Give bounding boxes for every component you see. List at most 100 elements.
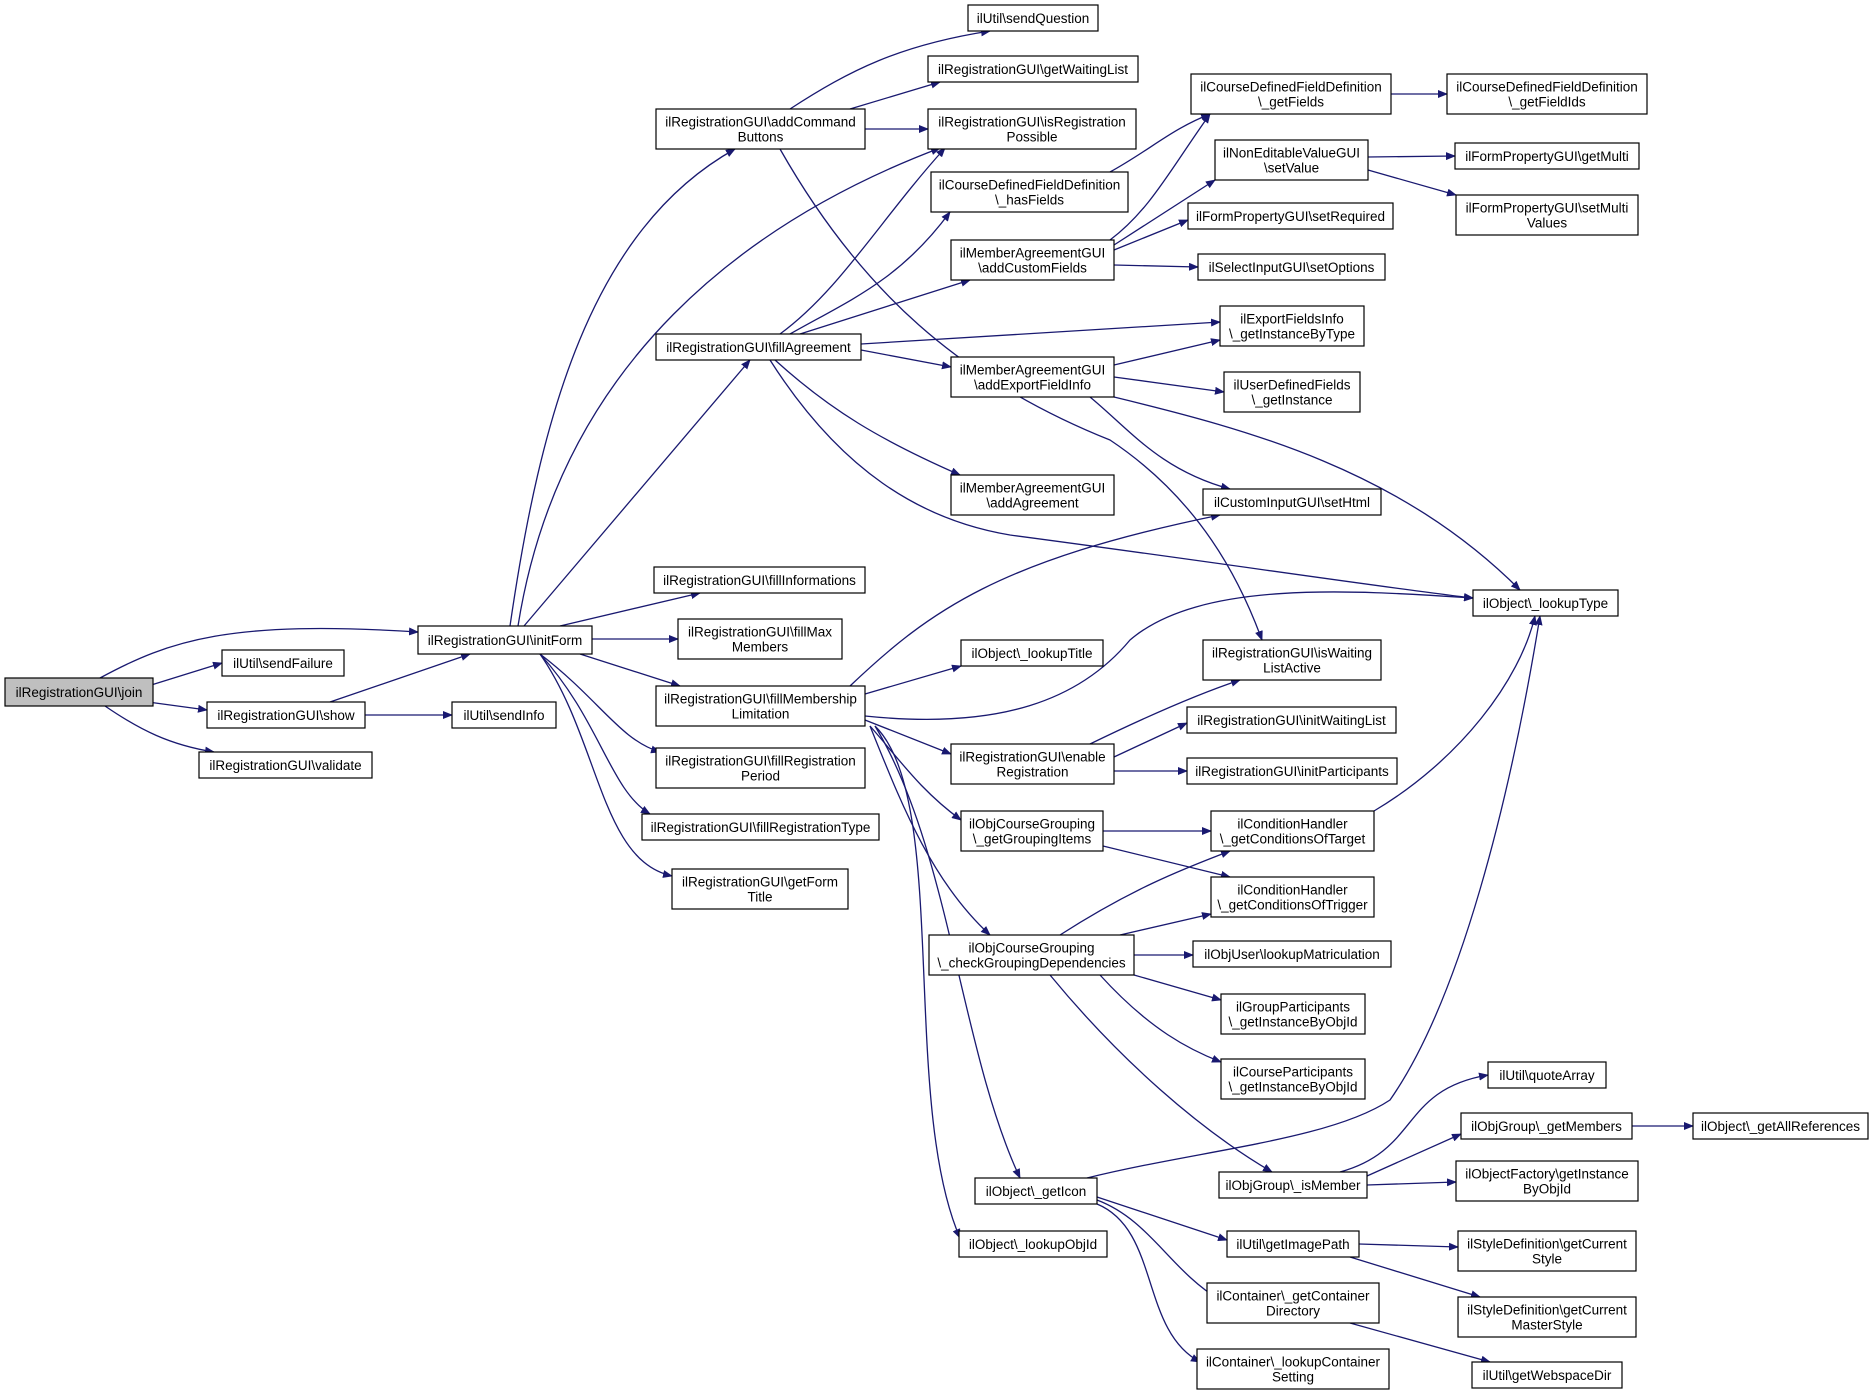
node-checkGroupingDependencies[interactable]: ilObjCourseGrouping\_checkGroupingDepend… <box>928 934 1135 976</box>
edge-nonEditableSetValue-to-getMulti <box>1367 152 1456 161</box>
node-join[interactable]: ilRegistrationGUI\join <box>4 677 154 707</box>
node-box <box>653 566 866 594</box>
node-exportGetInstanceByType[interactable]: ilExportFieldsInfo\_getInstanceByType <box>1219 305 1365 347</box>
node-lookupObjId[interactable]: ilObject\_lookupObjId <box>958 1230 1108 1258</box>
node-lookupTitle[interactable]: ilObject\_lookupTitle <box>960 639 1104 667</box>
edge-fillMembershipLimitation-to-lookupObjId <box>874 725 961 1239</box>
node-initParticipants[interactable]: ilRegistrationGUI\initParticipants <box>1186 757 1398 785</box>
edge-addExportFieldInfo-to-lookupType <box>1113 396 1521 591</box>
node-box <box>974 1177 1098 1205</box>
node-lookupMatriculation[interactable]: ilObjUser\lookupMatriculation <box>1192 940 1392 968</box>
node-getWaitingList[interactable]: ilRegistrationGUI\getWaitingList <box>927 55 1139 83</box>
node-show[interactable]: ilRegistrationGUI\show <box>206 701 366 729</box>
node-label: ilMemberAgreementGUI <box>960 481 1106 496</box>
node-setHtml[interactable]: ilCustomInputGUI\setHtml <box>1202 488 1382 516</box>
node-label: Limitation <box>732 707 790 722</box>
node-label: ilGroupParticipants <box>1236 1000 1350 1015</box>
node-getMulti[interactable]: ilFormPropertyGUI\getMulti <box>1454 142 1640 170</box>
node-cdfHasFields[interactable]: ilCourseDefinedFieldDefinition\_hasField… <box>930 171 1129 213</box>
node-label: \_getFields <box>1258 95 1324 110</box>
node-getImagePath[interactable]: ilUtil\getImagePath <box>1226 1230 1360 1258</box>
node-label: ilObjectFactory\getInstance <box>1465 1167 1629 1182</box>
node-getAllReferences[interactable]: ilObject\_getAllReferences <box>1692 1112 1869 1140</box>
edge-fillAgreement-to-lookupType <box>769 359 1474 601</box>
node-validate[interactable]: ilRegistrationGUI\validate <box>198 751 373 779</box>
node-isMember[interactable]: ilObjGroup\_isMember <box>1218 1171 1368 1199</box>
node-label: \_getGroupingItems <box>973 832 1092 847</box>
node-label: Possible <box>1006 130 1057 145</box>
node-box <box>198 751 373 779</box>
node-label: ilFormPropertyGUI\setRequired <box>1196 209 1385 224</box>
node-label: ilCourseDefinedFieldDefinition <box>1200 80 1382 95</box>
node-sendInfo[interactable]: ilUtil\sendInfo <box>451 701 557 729</box>
node-label: ilObject\_getAllReferences <box>1701 1119 1860 1134</box>
node-sendFailure[interactable]: ilUtil\sendFailure <box>221 649 345 677</box>
node-initWaitingList[interactable]: ilRegistrationGUI\initWaitingList <box>1186 706 1397 734</box>
node-getGroupingItems[interactable]: ilObjCourseGrouping\_getGroupingItems <box>960 810 1104 852</box>
node-fillRegistrationType[interactable]: ilRegistrationGUI\fillRegistrationType <box>641 813 880 841</box>
node-label: ilConditionHandler <box>1237 883 1348 898</box>
node-addExportFieldInfo[interactable]: ilMemberAgreementGUI\addExportFieldInfo <box>950 356 1115 398</box>
node-quoteArray[interactable]: ilUtil\quoteArray <box>1487 1061 1607 1089</box>
node-addCustomFields[interactable]: ilMemberAgreementGUI\addCustomFields <box>950 239 1115 281</box>
node-lookupType[interactable]: ilObject\_lookupType <box>1472 589 1619 617</box>
node-label: Setting <box>1272 1370 1314 1385</box>
node-udfGetInstance[interactable]: ilUserDefinedFields\_getInstance <box>1223 371 1361 413</box>
node-groupParticipants[interactable]: ilGroupParticipants\_getInstanceByObjId <box>1220 993 1366 1035</box>
node-box <box>655 333 862 361</box>
edge-getGroupingItems-to-getConditionsOfTrigger <box>1102 845 1231 879</box>
edge-fillAgreement-to-isRegistrationPossible <box>779 147 946 335</box>
edge-initForm-to-fillRegistrationType <box>539 653 651 815</box>
node-fillAgreement[interactable]: ilRegistrationGUI\fillAgreement <box>655 333 862 361</box>
node-getConditionsOfTrigger[interactable]: ilConditionHandler\_getConditionsOfTrigg… <box>1210 876 1375 918</box>
node-label: ilObject\_lookupType <box>1483 596 1608 611</box>
node-box <box>958 1230 1108 1258</box>
node-setOptions[interactable]: ilSelectInputGUI\setOptions <box>1197 253 1386 281</box>
node-cdfGetFieldIds[interactable]: ilCourseDefinedFieldDefinition\_getField… <box>1446 73 1648 115</box>
node-label: Title <box>747 890 772 905</box>
node-label: ilRegistrationGUI\getWaitingList <box>938 62 1128 77</box>
node-getWebspaceDir[interactable]: ilUtil\getWebspaceDir <box>1471 1361 1623 1389</box>
edges <box>99 28 1694 1364</box>
edge-isMember-to-getMembers <box>1366 1133 1462 1177</box>
node-sendQuestion[interactable]: ilUtil\sendQuestion <box>967 4 1099 32</box>
node-getConditionsOfTarget[interactable]: ilConditionHandler\_getConditionsOfTarge… <box>1210 810 1375 852</box>
node-label: ListActive <box>1263 661 1321 676</box>
edge-fillAgreement-to-addAgreement <box>774 359 961 476</box>
node-initForm[interactable]: ilRegistrationGUI\initForm <box>417 625 593 655</box>
node-addAgreement[interactable]: ilMemberAgreementGUI\addAgreement <box>950 474 1115 516</box>
node-fillMembershipLimitation[interactable]: ilRegistrationGUI\fillMembershipLimitati… <box>655 685 866 727</box>
node-getIcon[interactable]: ilObject\_getIcon <box>974 1177 1098 1205</box>
node-label: ilUtil\sendInfo <box>463 708 544 723</box>
node-factoryGetInstanceByObjId[interactable]: ilObjectFactory\getInstanceByObjId <box>1455 1160 1639 1202</box>
node-nonEditableSetValue[interactable]: ilNonEditableValueGUI\setValue <box>1214 139 1369 181</box>
node-box <box>967 4 1099 32</box>
edge-join-to-initForm <box>99 627 419 679</box>
node-label: \_getInstanceByObjId <box>1228 1015 1357 1030</box>
node-box <box>1226 1230 1360 1258</box>
edge-addCustomFields-to-setRequired <box>1113 219 1189 251</box>
node-label: ilObjCourseGrouping <box>969 817 1095 832</box>
edge-enableRegistration-to-initWaitingList <box>1113 722 1188 758</box>
node-label: ilContainer\_getContainer <box>1216 1289 1370 1304</box>
edge-getImagePath-to-getCurrentMasterStyle <box>1349 1256 1481 1299</box>
node-getMembers[interactable]: ilObjGroup\_getMembers <box>1460 1112 1633 1140</box>
node-setRequired[interactable]: ilFormPropertyGUI\setRequired <box>1187 202 1394 230</box>
node-courseParticipants[interactable]: ilCourseParticipants\_getInstanceByObjId <box>1220 1058 1366 1100</box>
node-cdfGetFields[interactable]: ilCourseDefinedFieldDefinition\_getField… <box>1190 73 1392 115</box>
node-box <box>950 356 1115 398</box>
edge-isMember-to-quoteArray <box>1339 1072 1489 1173</box>
node-fillInformations[interactable]: ilRegistrationGUI\fillInformations <box>653 566 866 594</box>
